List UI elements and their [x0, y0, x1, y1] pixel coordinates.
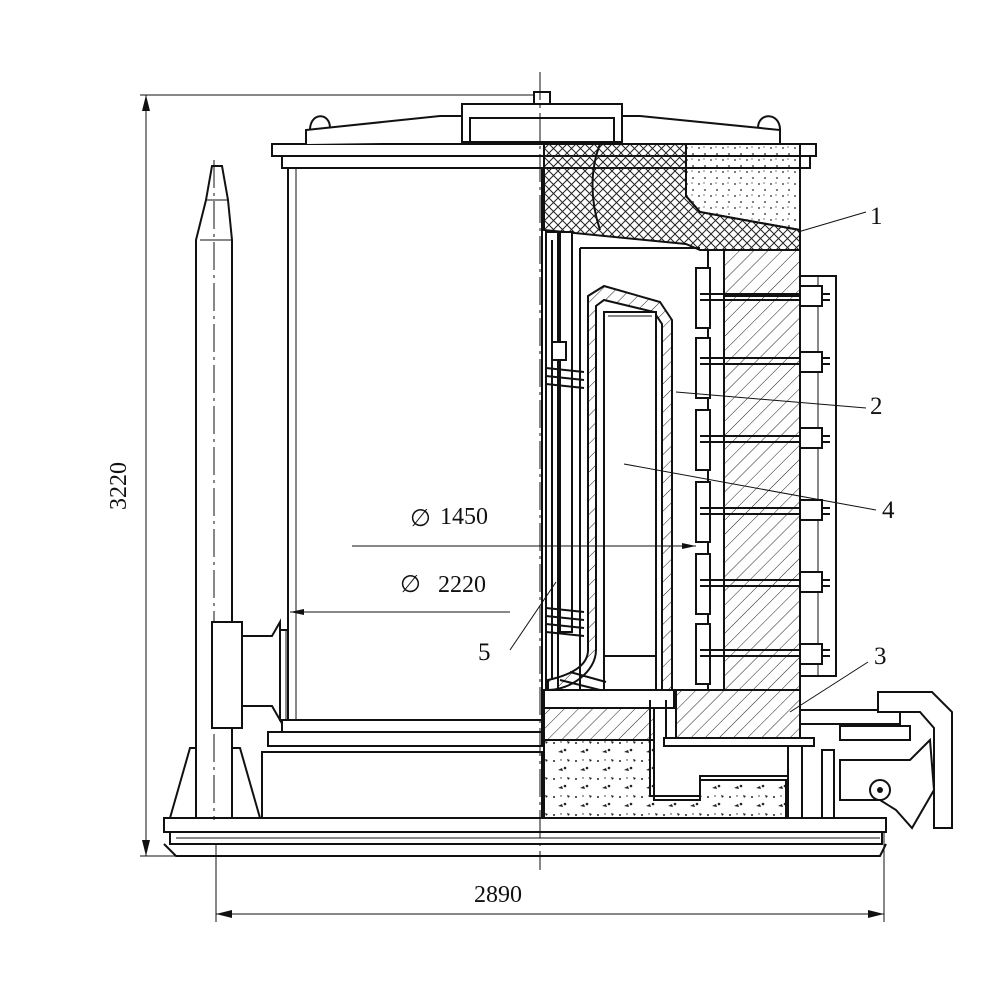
furnace-bottom [543, 689, 815, 819]
bolt-row-2 [695, 337, 830, 399]
base-frame [163, 817, 887, 857]
callout-1: 1 [870, 203, 883, 230]
bolt-row-5 [695, 553, 830, 615]
lid-insulation [543, 143, 801, 251]
refractory-lining [707, 249, 801, 691]
bolt-row-3 [695, 409, 830, 471]
inductor-coil [545, 231, 700, 700]
pouring-spout-bracket [787, 691, 953, 830]
width-dimension-text: 2890 [474, 882, 522, 908]
outer-diameter-symbol: ∅ [400, 572, 421, 598]
bolt-row-4 [695, 481, 830, 543]
tilting-column [195, 160, 299, 820]
bolt-row-1 [695, 267, 830, 329]
crucible [547, 284, 673, 692]
callout-2: 2 [870, 393, 883, 420]
height-dimension: 3220 [106, 94, 540, 857]
outer-diameter-text: 2220 [438, 572, 486, 598]
callout-5: 5 [478, 639, 491, 666]
furnace-lid [305, 72, 781, 870]
height-dimension-text: 3220 [106, 462, 132, 510]
yoke-bolts [695, 267, 837, 685]
inner-diameter-symbol: ∅ [410, 506, 431, 532]
width-dimension: 2890 [215, 830, 885, 922]
callout-4: 4 [882, 497, 895, 524]
callout-3: 3 [874, 643, 887, 670]
bolt-row-6 [695, 623, 830, 685]
inner-diameter-text: 1450 [440, 504, 488, 530]
leader-lines [290, 211, 877, 713]
